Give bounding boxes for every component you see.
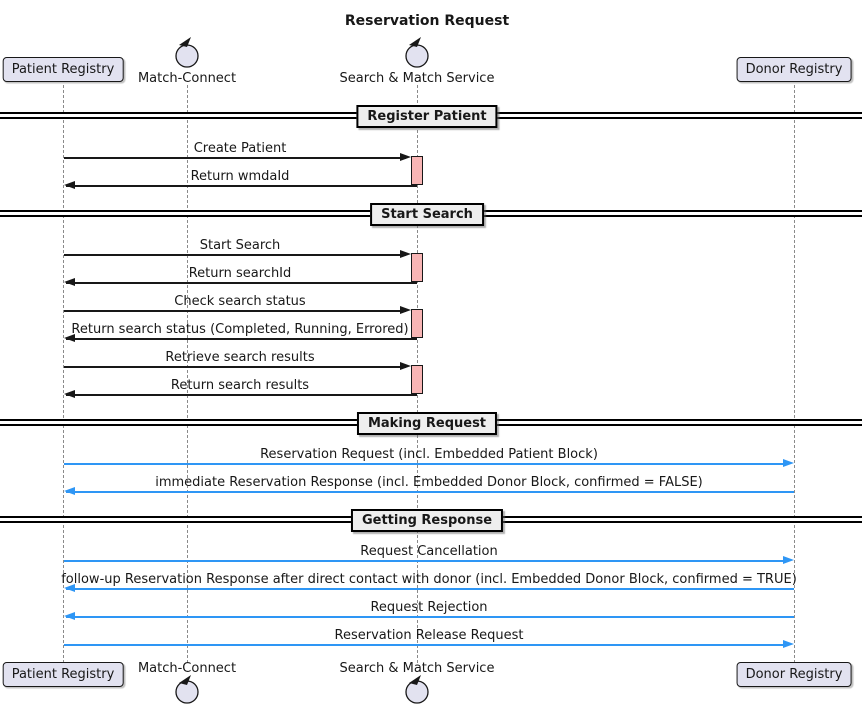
message-line <box>66 338 417 340</box>
arrowhead-left-icon <box>64 584 75 592</box>
message-label: Retrieve search results <box>165 350 315 365</box>
message-label: Request Rejection <box>370 600 488 615</box>
message-line <box>64 157 406 159</box>
message-line <box>64 366 406 368</box>
message-line <box>64 310 406 312</box>
participant-label: Donor Registry <box>745 667 843 682</box>
lifeline-match-connect <box>187 85 188 663</box>
arrowhead-right-icon <box>400 250 411 258</box>
activation-bar <box>411 156 423 185</box>
arrowhead-left-icon <box>64 334 75 342</box>
diagram-title: Reservation Request <box>344 13 510 29</box>
message-label: Start Search <box>199 238 281 253</box>
arrowhead-right-icon <box>400 306 411 314</box>
arrowhead-left-icon <box>64 278 75 286</box>
participant-label: Patient Registry <box>11 667 115 682</box>
message-line <box>66 282 417 284</box>
participant-match-connect-bottom: Match-Connect <box>137 661 237 676</box>
control-icon <box>402 672 432 708</box>
message-label: Return wmdaId <box>190 169 290 184</box>
message-line <box>66 588 794 590</box>
lifeline-donor-registry <box>794 85 795 663</box>
arrowhead-right-icon <box>783 640 794 648</box>
participant-label: Donor Registry <box>745 62 843 77</box>
message-label: follow-up Reservation Response after dir… <box>61 572 797 587</box>
participant-donor-registry-bottom: Donor Registry <box>736 662 852 687</box>
divider-start-search: Start Search <box>370 203 484 226</box>
divider-register-patient: Register Patient <box>356 105 498 128</box>
message-line <box>66 491 794 493</box>
message-line <box>64 254 406 256</box>
participant-donor-registry-top: Donor Registry <box>736 57 852 82</box>
participant-patient-registry-bottom: Patient Registry <box>2 662 124 687</box>
message-label: Create Patient <box>193 141 287 156</box>
participant-label: Patient Registry <box>11 62 115 77</box>
arrowhead-right-icon <box>783 459 794 467</box>
message-label: immediate Reservation Response (incl. Em… <box>155 475 703 490</box>
message-label: Reservation Request (incl. Embedded Pati… <box>260 447 598 462</box>
message-line <box>66 616 794 618</box>
control-icon <box>402 36 432 73</box>
message-line <box>66 394 417 396</box>
message-line <box>64 463 783 465</box>
message-line <box>66 185 417 187</box>
message-line <box>64 560 783 562</box>
arrowhead-right-icon <box>783 556 794 564</box>
arrowhead-left-icon <box>64 487 75 495</box>
arrowhead-left-icon <box>64 181 75 189</box>
lifeline-patient-registry <box>63 85 64 663</box>
divider-making-request: Making Request <box>356 412 498 435</box>
message-label: Request Cancellation <box>360 544 498 559</box>
participant-match-connect-top: Match-Connect <box>137 71 237 86</box>
arrowhead-left-icon <box>64 612 75 620</box>
arrowhead-left-icon <box>64 390 75 398</box>
activation-bar <box>411 309 423 338</box>
control-icon <box>172 36 202 73</box>
participant-search-match-service-top: Search & Match Service <box>339 71 495 86</box>
participant-patient-registry-top: Patient Registry <box>2 57 124 82</box>
message-label: Check search status <box>174 294 306 309</box>
participant-search-match-service-bottom: Search & Match Service <box>339 661 495 676</box>
control-icon <box>172 672 202 708</box>
message-label: Return search results <box>170 378 310 393</box>
message-label: Return search status (Completed, Running… <box>71 322 409 337</box>
message-label: Reservation Release Request <box>334 628 524 643</box>
divider-getting-response: Getting Response <box>350 509 504 532</box>
message-label: Return searchId <box>188 266 292 281</box>
activation-bar <box>411 253 423 282</box>
message-line <box>64 644 783 646</box>
activation-bar <box>411 365 423 394</box>
arrowhead-right-icon <box>400 153 411 161</box>
arrowhead-right-icon <box>400 362 411 370</box>
